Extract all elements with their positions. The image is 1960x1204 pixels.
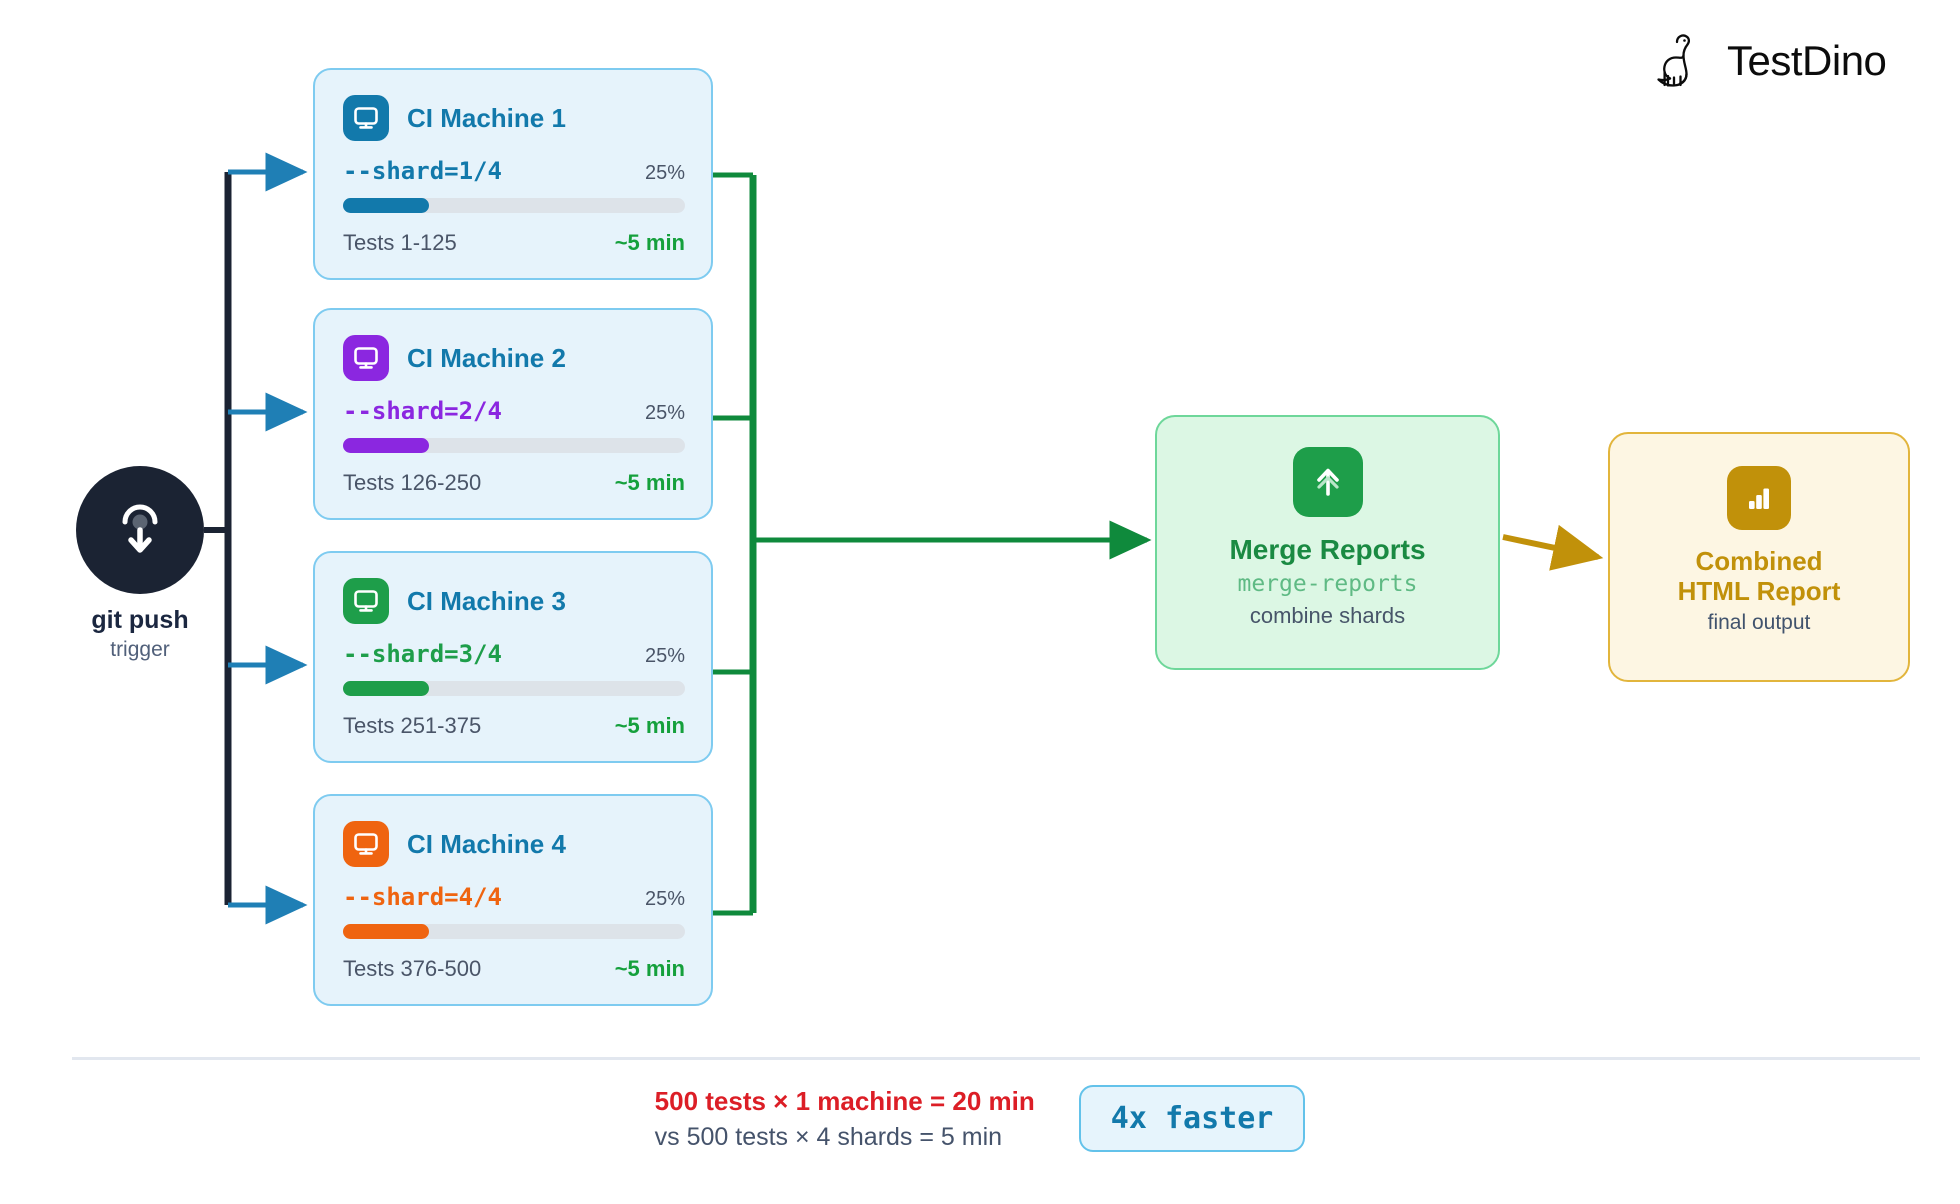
shard-flag: --shard=3/4 — [343, 640, 502, 668]
shard-flag: --shard=1/4 — [343, 157, 502, 185]
fanout-branches — [228, 152, 308, 925]
git-push-download-icon — [122, 504, 158, 553]
progress-fill — [343, 924, 429, 939]
footer-line-1: 500 tests × 1 machine = 20 min — [654, 1085, 1035, 1116]
merge-sublabel: combine shards — [1249, 603, 1406, 628]
monitor-icon — [343, 578, 389, 624]
dinosaur-icon — [1657, 34, 1691, 87]
footer-summary: 500 tests × 1 machine = 20 min vs 500 te… — [0, 1085, 1960, 1152]
fanout-trunk — [204, 172, 232, 905]
tests-range: Tests 126-250 — [343, 470, 482, 495]
duration: ~5 min — [614, 470, 685, 495]
card-footer: Tests 1-125 ~5 min — [343, 230, 685, 256]
bar-chart-icon — [1727, 466, 1791, 530]
progress-percent: 25% — [644, 645, 685, 667]
brand-name: TestDino — [1727, 37, 1887, 84]
report-title-line2: HTML Report — [1677, 576, 1841, 607]
duration: ~5 min — [614, 230, 685, 255]
report-title: Combined HTML Report — [1678, 546, 1841, 606]
card-title: CI Machine 2 — [407, 342, 566, 373]
progress-track — [343, 198, 685, 213]
git-push-label: git push — [91, 606, 189, 634]
merge-to-report-arrow — [1502, 524, 1604, 571]
shard-row: --shard=1/4 25% — [343, 157, 685, 185]
shard-flag: --shard=4/4 — [343, 883, 502, 911]
card-footer: Tests 251-375 ~5 min — [343, 713, 685, 739]
card-title: CI Machine 3 — [407, 585, 566, 616]
monitor-icon — [343, 95, 389, 141]
git-push-sublabel: trigger — [110, 638, 170, 661]
ci-machine-card-3[interactable]: CI Machine 3 --shard=3/4 25% Tests 251-3… — [313, 551, 713, 763]
card-header: CI Machine 4 — [343, 821, 566, 867]
progress-fill — [343, 438, 429, 453]
report-sublabel: final output — [1707, 611, 1811, 635]
merge-title: Merge Reports — [1229, 534, 1426, 565]
progress-percent: 25% — [644, 402, 685, 424]
duration: ~5 min — [614, 713, 685, 738]
ci-machine-card-4[interactable]: CI Machine 4 --shard=4/4 25% Tests 376-5… — [313, 794, 713, 1006]
footer-text: 500 tests × 1 machine = 20 min vs 500 te… — [655, 1086, 1035, 1152]
card-header: CI Machine 2 — [343, 335, 566, 381]
git-push-node[interactable]: git push trigger — [76, 466, 204, 661]
speedup-badge: 4x faster — [1078, 1085, 1306, 1152]
progress-percent: 25% — [644, 888, 685, 910]
duration: ~5 min — [614, 956, 685, 981]
progress-track — [343, 438, 685, 453]
card-header: CI Machine 3 — [343, 578, 566, 624]
brand-logo: TestDino — [1655, 30, 1887, 92]
collector-bus — [713, 172, 1152, 916]
footer-divider — [72, 1057, 1920, 1060]
card-title: CI Machine 4 — [407, 828, 566, 859]
monitor-icon — [343, 821, 389, 867]
git-push-circle — [76, 466, 204, 594]
report-title-line1: Combined — [1695, 546, 1823, 576]
merge-command: merge-reports — [1237, 571, 1418, 597]
tests-range: Tests 251-375 — [343, 713, 482, 738]
shard-row: --shard=2/4 25% — [343, 397, 685, 425]
tests-range: Tests 376-500 — [343, 956, 482, 981]
progress-track — [343, 924, 685, 939]
card-footer: Tests 126-250 ~5 min — [343, 470, 685, 496]
card-header: CI Machine 1 — [343, 95, 566, 141]
ci-machine-card-2[interactable]: CI Machine 2 --shard=2/4 25% Tests 126-2… — [313, 308, 713, 520]
merge-reports-node[interactable]: Merge Reports merge-reports combine shar… — [1155, 415, 1500, 670]
shard-row: --shard=3/4 25% — [343, 640, 685, 668]
monitor-icon — [343, 335, 389, 381]
ci-machine-card-1[interactable]: CI Machine 1 --shard=1/4 25% Tests 1-125… — [313, 68, 713, 280]
card-title: CI Machine 1 — [407, 102, 566, 133]
combined-report-node[interactable]: Combined HTML Report final output — [1608, 432, 1910, 682]
shard-row: --shard=4/4 25% — [343, 883, 685, 911]
footer-line-2: vs 500 tests × 4 shards = 5 min — [654, 1122, 1003, 1151]
progress-fill — [343, 198, 429, 213]
tests-range: Tests 1-125 — [343, 230, 457, 255]
merge-arrow-up-icon — [1292, 447, 1363, 517]
progress-percent: 25% — [644, 162, 685, 184]
progress-fill — [343, 681, 429, 696]
progress-track — [343, 681, 685, 696]
shard-flag: --shard=2/4 — [343, 397, 502, 425]
card-footer: Tests 376-500 ~5 min — [343, 956, 685, 982]
